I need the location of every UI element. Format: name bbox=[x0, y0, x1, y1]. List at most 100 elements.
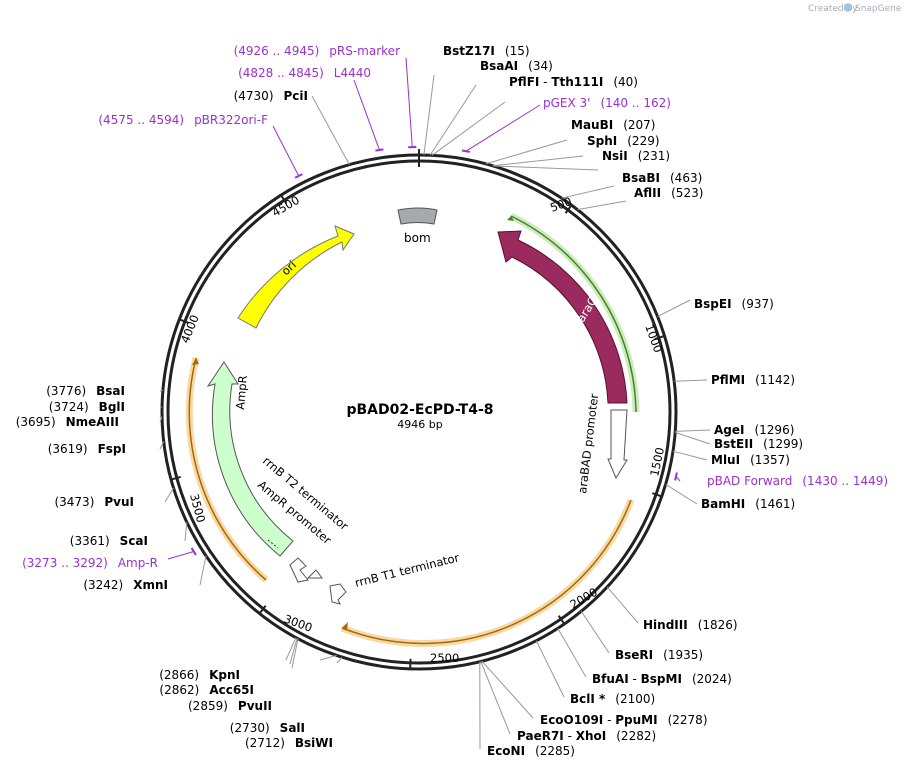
enzyme-site-label[interactable]: HindIII(1826) bbox=[643, 618, 738, 632]
primer-name: Amp-R bbox=[118, 556, 158, 570]
enzyme-position: (2712) bbox=[245, 736, 285, 750]
primer-leader bbox=[353, 79, 380, 151]
arac-feature[interactable] bbox=[497, 230, 628, 404]
leader-line bbox=[289, 638, 298, 665]
primer-leader bbox=[167, 551, 194, 560]
enzyme-site-label[interactable]: (2866)KpnI bbox=[159, 668, 240, 682]
enzyme-name: BsaI bbox=[96, 384, 125, 398]
enzyme-site-label[interactable]: BsaBI(463) bbox=[622, 171, 702, 185]
enzyme-name: PaeR7I bbox=[517, 729, 564, 743]
enzyme-name: AgeI bbox=[714, 423, 744, 437]
enzyme-site-label[interactable]: BstZ17I(15) bbox=[443, 44, 530, 58]
leader-line bbox=[291, 638, 299, 669]
enzyme-position: (1299) bbox=[763, 437, 803, 451]
enzyme-site-label[interactable]: SphI(229) bbox=[587, 134, 660, 148]
enzyme-site-label[interactable]: EcoO109I - PpuMI(2278) bbox=[540, 713, 708, 727]
enzyme-name: XhoI bbox=[576, 729, 607, 743]
enzyme-site-label[interactable]: (3473)PvuI bbox=[54, 495, 134, 509]
enzyme-name: NsiI bbox=[602, 149, 628, 163]
enzyme-name: BspMI bbox=[641, 672, 682, 686]
enzyme-site-label[interactable]: (2712)BsiWI bbox=[245, 736, 333, 750]
enzyme-site-label[interactable]: PaeR7I - XhoI(2282) bbox=[517, 729, 656, 743]
leader-line bbox=[184, 522, 188, 542]
leader-line bbox=[535, 640, 565, 698]
primer-name: pGEX 3' bbox=[543, 96, 590, 110]
enzyme-position: (2866) bbox=[159, 668, 199, 682]
enzyme-position: (3619) bbox=[48, 442, 88, 456]
enzyme-site-label[interactable]: PflMI(1142) bbox=[711, 373, 795, 387]
enzyme-name: BamHI bbox=[701, 497, 745, 511]
watermark-brand: SnapGene bbox=[855, 4, 902, 14]
enzyme-site-label[interactable]: BstEII (1299) bbox=[714, 437, 803, 451]
enzyme-name: BfuAI bbox=[592, 672, 629, 686]
enzyme-name: PflFI bbox=[509, 75, 539, 89]
primer-name: pBR322ori-F bbox=[194, 113, 268, 127]
ampr-feature[interactable] bbox=[206, 361, 294, 557]
enzyme-site-label[interactable]: (3242)XmnI bbox=[83, 578, 168, 592]
primer-label[interactable]: (3273 .. 3292)Amp-R bbox=[22, 556, 158, 570]
enzyme-site-label[interactable]: EcoNI(2285) bbox=[487, 744, 575, 758]
arac-highlight-line bbox=[510, 215, 637, 413]
enzyme-name: NmeAIII bbox=[66, 415, 119, 429]
enzyme-position: (463) bbox=[670, 171, 702, 185]
enzyme-site-label[interactable]: (3776)BsaI bbox=[46, 384, 125, 398]
primer-leader bbox=[405, 57, 413, 148]
enzyme-site-label[interactable]: BseRI(1935) bbox=[615, 648, 703, 662]
orange-arc-left-arrowhead bbox=[192, 358, 199, 365]
enzyme-site-label[interactable]: (2730)SalI bbox=[230, 721, 305, 735]
site-labels: BstZ17I(15)BsaAI(34) PflFI - Tth111I(40) M… bbox=[16, 44, 888, 758]
enzyme-site-label[interactable]: AflII(523) bbox=[634, 186, 703, 200]
enzyme-position: (4730) bbox=[234, 89, 274, 103]
ampr-promoter-feature[interactable] bbox=[289, 557, 323, 583]
arac-highlight-arrowhead bbox=[507, 216, 514, 221]
enzyme-site-label[interactable]: MluI(1357) bbox=[711, 453, 790, 467]
enzyme-site-label[interactable]: PflFI - Tth111I(40) bbox=[509, 75, 638, 89]
enzyme-site-label[interactable]: NsiI(231) bbox=[602, 149, 670, 163]
rrnb-t1-feature[interactable] bbox=[329, 583, 347, 605]
primer-name: pRS-marker bbox=[329, 44, 400, 58]
enzyme-position: (1935) bbox=[663, 648, 703, 662]
enzyme-site-label[interactable]: (3724)BglI bbox=[49, 400, 125, 414]
arabad-promoter-feature[interactable] bbox=[607, 409, 628, 480]
primer-label[interactable]: (4926 .. 4945)pRS-marker bbox=[234, 44, 400, 58]
primer-label[interactable]: pGEX 3'(140 .. 162) bbox=[543, 96, 671, 110]
enzyme-site-label[interactable]: BamHI(1461) bbox=[701, 497, 795, 511]
enzyme-position: (1296) bbox=[754, 423, 794, 437]
primer-range: (4575 .. 4594) bbox=[98, 113, 184, 127]
primer-label[interactable]: (4828 .. 4845)L4440 bbox=[238, 66, 371, 80]
enzyme-site-label[interactable]: BspEI(937) bbox=[694, 297, 774, 311]
bom-feature[interactable] bbox=[397, 207, 438, 225]
leader-line bbox=[606, 586, 639, 624]
primer-name: pBAD Forward bbox=[707, 474, 792, 488]
enzyme-site-label[interactable]: BsaAI(34) bbox=[480, 59, 553, 73]
enzyme-site-label[interactable]: (3361)ScaI bbox=[70, 534, 148, 548]
enzyme-name: MauBI bbox=[571, 118, 613, 132]
primer-label[interactable]: pBAD Forward(1430 .. 1449) bbox=[707, 474, 888, 488]
enzyme-site-label[interactable]: (3619)FspI bbox=[48, 442, 126, 456]
enzyme-name: BstEII bbox=[714, 437, 753, 451]
enzyme-position: (15) bbox=[505, 44, 530, 58]
enzyme-site-label[interactable]: BclI *(2100) bbox=[570, 692, 655, 706]
enzyme-position: (2282) bbox=[616, 729, 656, 743]
enzyme-site-label[interactable]: (2859)PvuII bbox=[188, 699, 272, 713]
tick-mark bbox=[564, 204, 573, 214]
enzyme-site-label[interactable]: (4730)PciI bbox=[234, 89, 308, 103]
enzyme-site-label[interactable]: (2862)Acc65I bbox=[159, 683, 254, 697]
enzyme-name: SalI bbox=[280, 721, 305, 735]
enzyme-site-label[interactable]: (3695)NmeAIII bbox=[16, 415, 119, 429]
enzyme-site-label[interactable]: BfuAI - BspMI(2024) bbox=[592, 672, 732, 686]
enzyme-site-label[interactable]: AgeI (1296) bbox=[714, 423, 794, 437]
ori-feature[interactable] bbox=[237, 225, 355, 329]
primer-label[interactable]: (4575 .. 4594) pBR322ori-F bbox=[98, 113, 268, 127]
enzyme-name: PflMI bbox=[711, 373, 745, 387]
rrnb-t1-label: rrnB T1 terminator bbox=[353, 550, 460, 590]
leader-line bbox=[557, 628, 587, 678]
enzyme-site-label[interactable]: MauBI(207) bbox=[571, 118, 655, 132]
tick-mark bbox=[170, 475, 181, 481]
tick-mark bbox=[557, 615, 566, 625]
enzyme-position: (1357) bbox=[750, 453, 790, 467]
bom-label: bom bbox=[404, 231, 431, 245]
enzyme-name: Acc65I bbox=[209, 683, 254, 697]
leader-line bbox=[675, 431, 711, 445]
leader-line bbox=[423, 74, 435, 156]
